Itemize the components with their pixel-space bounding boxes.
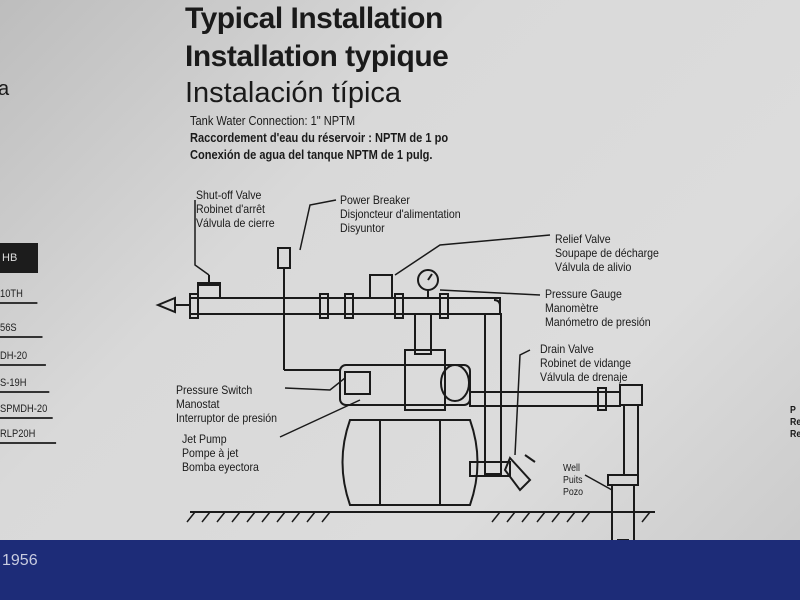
footer-number: 1956 [2,552,38,569]
ground-line [186,511,655,523]
jet-pump-icon [339,349,471,411]
footer-band: 1956 [0,540,800,600]
cut-off-letter: a [0,78,10,100]
relief-valve-icon [369,274,393,299]
connection-en: Tank Water Connection: 1" NPTM [190,113,356,128]
model-item: S-19H [0,377,50,393]
tee-riser [414,299,502,475]
title-es: Instalación típica [185,77,402,109]
right-edge-text: PReRe [790,405,800,440]
shutoff-valve-icon [197,275,221,299]
model-item: DH-20 [0,350,46,366]
pressure-tank-icon [341,419,479,506]
power-breaker-icon [277,247,340,371]
model-item: RLP20H [0,428,57,444]
drain-valve-icon [469,454,536,492]
suction-pipe [469,384,643,476]
title-fr: Installation typique [185,40,449,73]
model-badge: HB [0,243,38,273]
model-item: 56S [0,322,43,338]
model-item: 10TH [0,288,38,304]
leader-lines [194,199,613,491]
title-en: Typical Installation [185,2,443,35]
pressure-gauge-icon [417,269,439,298]
discharge-arrow [155,296,190,314]
model-item: SPMDH-20 [0,403,53,419]
connection-es: Conexión de agua del tanque NPTM de 1 pu… [190,147,433,162]
connection-fr: Raccordement d'eau du réservoir : NPTM d… [190,130,449,145]
discharge-pipe [189,293,501,319]
